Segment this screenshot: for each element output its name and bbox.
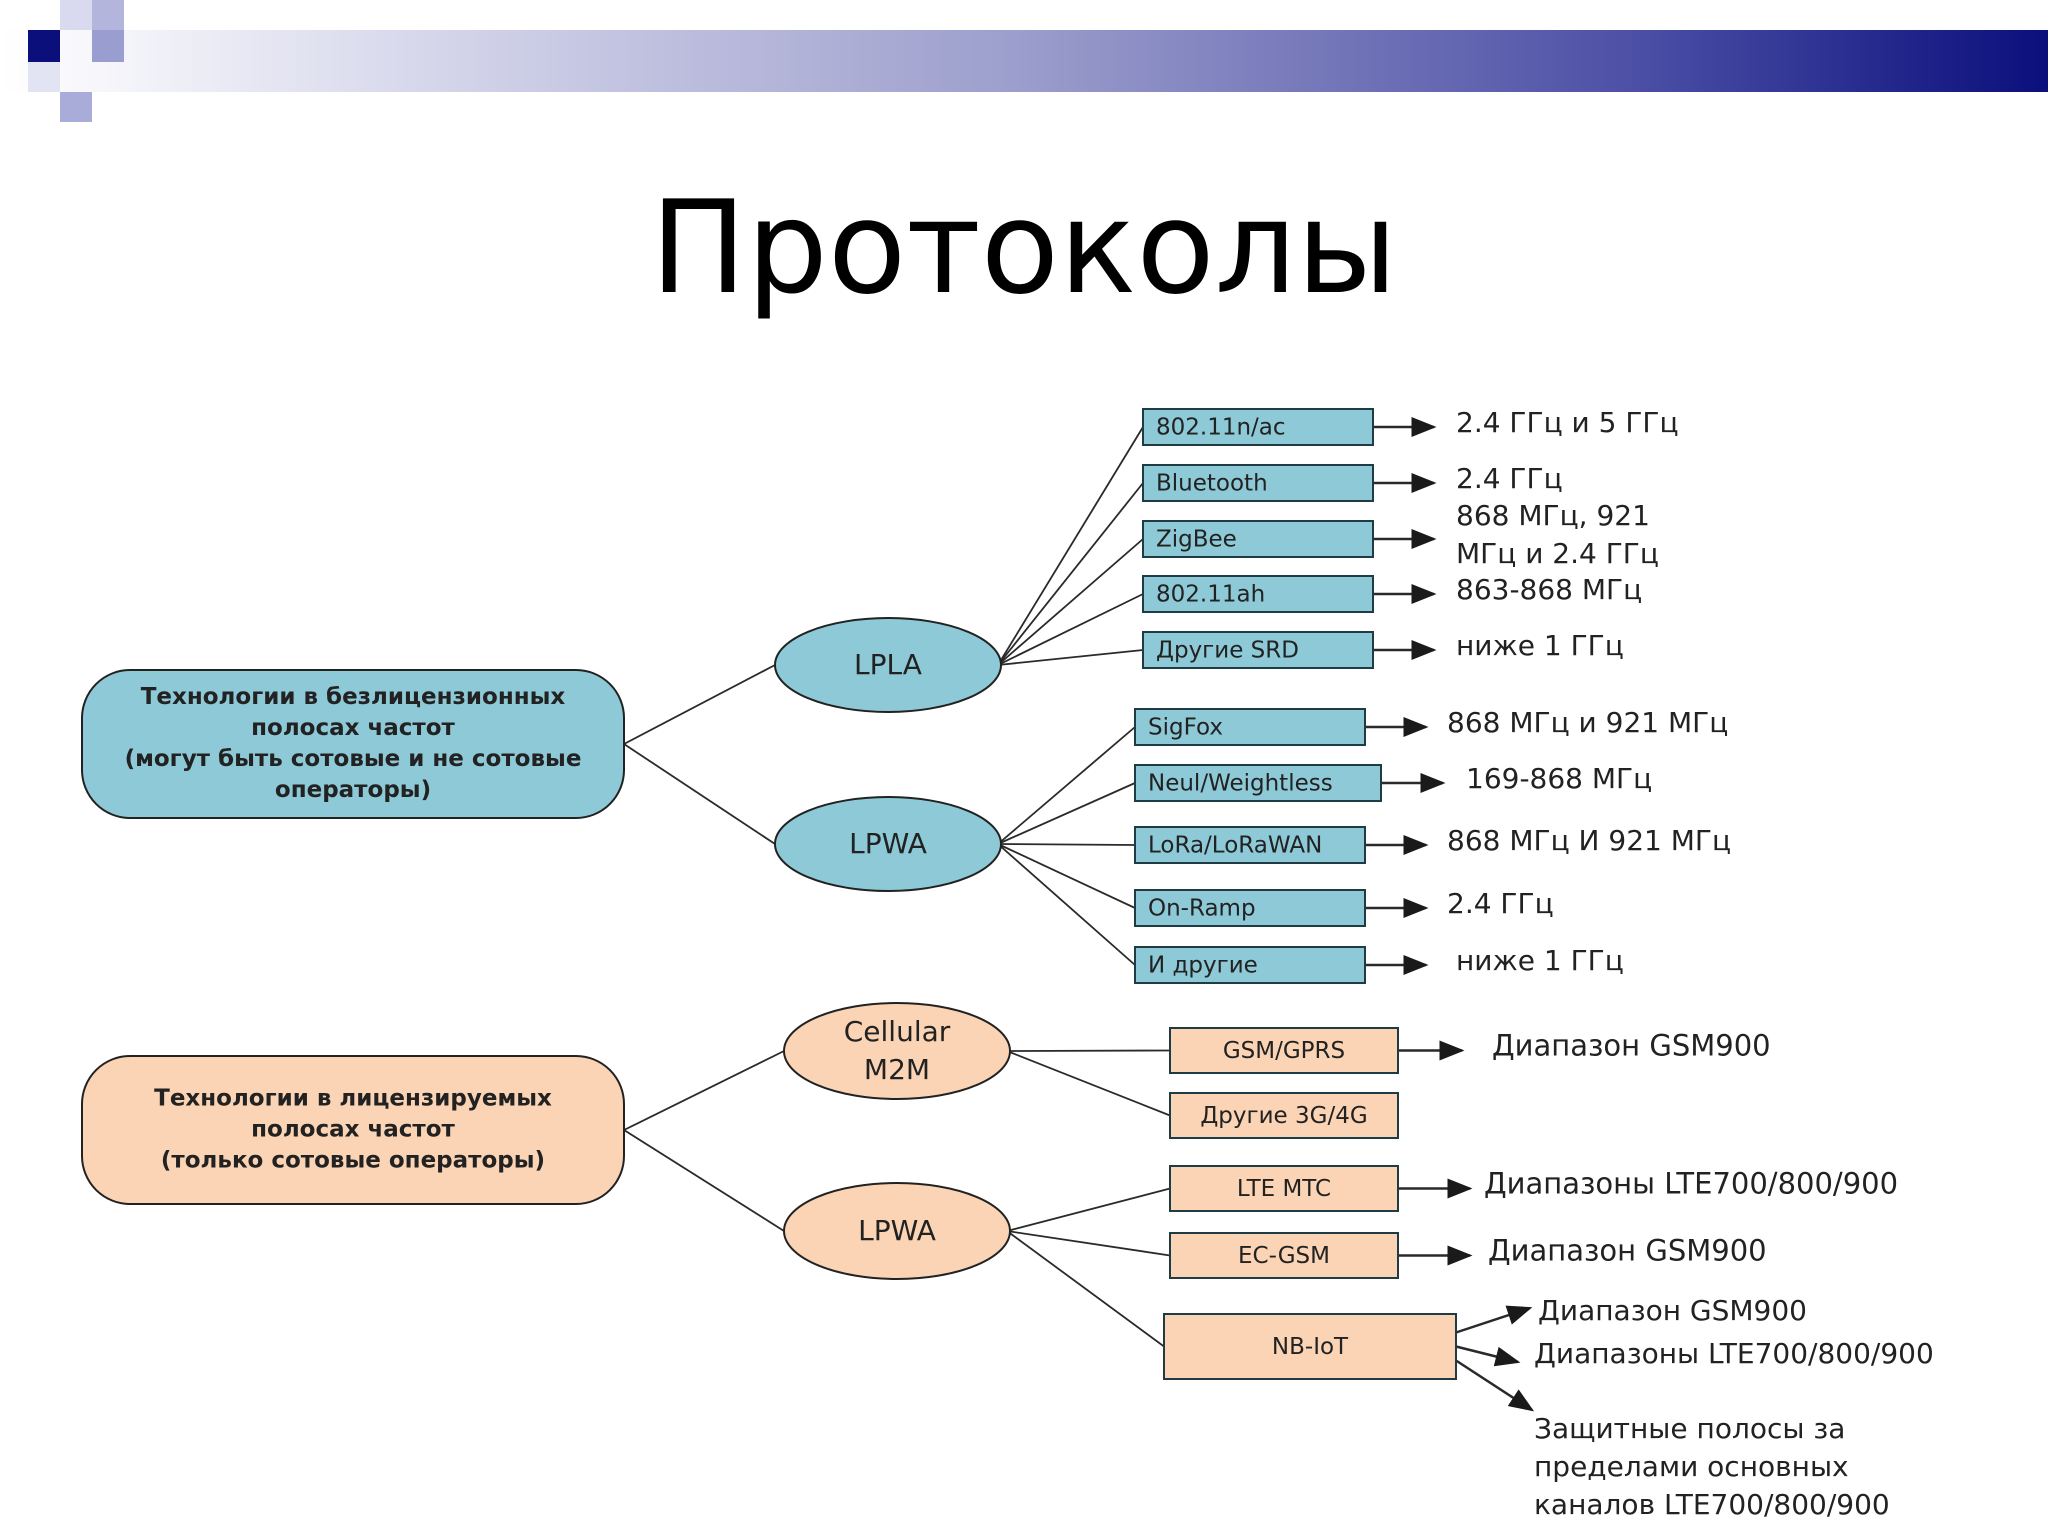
unlicensed-root-box	[81, 669, 625, 819]
connector-line	[997, 843, 1136, 909]
connector-line	[997, 649, 1144, 666]
unlicensed-root-label: Технологии в безлицензионных	[141, 684, 566, 710]
group-label: M2M	[864, 1053, 930, 1086]
tech-box	[1169, 1165, 1399, 1212]
tech-label: Другие SRD	[1156, 638, 1299, 664]
licensed-root-box	[81, 1055, 625, 1205]
tech-box	[1134, 946, 1366, 984]
frequency-label: МГц и 2.4 ГГц	[1456, 537, 1659, 570]
arrow	[1455, 1345, 1521, 1367]
arrow	[1455, 1305, 1533, 1334]
frequency-label: Защитные полосы за	[1534, 1412, 1845, 1445]
frequency-label: 2.4 ГГц	[1447, 887, 1554, 920]
tech-box	[1142, 575, 1374, 613]
unlicensed-root-label: операторы)	[275, 777, 431, 803]
connector-line	[997, 843, 1136, 846]
licensed-root-label: Технологии в лицензируемых	[154, 1086, 552, 1112]
banner-square-dark	[28, 30, 60, 62]
frequency-label: Диапазон GSM900	[1492, 1029, 1771, 1063]
tech-label: LoRa/LoRaWAN	[1148, 833, 1322, 859]
tech-label: GSM/GPRS	[1223, 1038, 1345, 1064]
connector-line	[997, 538, 1144, 666]
tech-box	[1169, 1027, 1399, 1074]
frequency-label: 2.4 ГГц и 5 ГГц	[1456, 406, 1679, 439]
tech-box	[1142, 631, 1374, 669]
frequency-label: ниже 1 ГГц	[1456, 629, 1624, 662]
banner-square-pale	[28, 62, 60, 92]
tech-label: SigFox	[1148, 715, 1223, 741]
group-label: LPLA	[854, 648, 922, 681]
tech-label: On-Ramp	[1148, 896, 1256, 922]
connector-line	[997, 482, 1144, 666]
connector-line	[1006, 1050, 1171, 1117]
connector-line	[1006, 1230, 1171, 1257]
tech-label: Neul/Weightless	[1148, 771, 1333, 797]
tech-box	[1134, 889, 1366, 927]
tech-label: 802.11ah	[1156, 582, 1265, 608]
arrow	[1455, 1359, 1535, 1412]
tech-label: LTE MTC	[1237, 1176, 1331, 1202]
connector-line	[997, 782, 1136, 845]
tech-box	[1169, 1092, 1399, 1139]
tech-box	[1134, 708, 1366, 746]
frequency-label: Диапазон GSM900	[1538, 1294, 1807, 1327]
connector-line	[1006, 1187, 1171, 1232]
frequency-label: Диапазон GSM900	[1488, 1234, 1767, 1268]
group-ellipse	[783, 1182, 1011, 1280]
frequency-label: Диапазоны LTE700/800/900	[1534, 1337, 1934, 1370]
tech-label: 802.11n/ac	[1156, 415, 1286, 441]
tech-label: ZigBee	[1156, 527, 1237, 553]
group-label: LPWA	[849, 827, 927, 860]
group-label: LPWA	[858, 1214, 936, 1247]
page-title: Протоколы	[650, 174, 1398, 323]
licensed-root-label: полосах частот	[251, 1117, 455, 1143]
connector-line	[623, 664, 776, 745]
tech-label: EC-GSM	[1238, 1243, 1330, 1269]
licensed-root-label: (только сотовые операторы)	[161, 1148, 545, 1174]
frequency-label: 863-868 МГц	[1456, 573, 1642, 606]
frequency-label: каналов LTE700/800/900	[1534, 1488, 1890, 1521]
tech-box	[1142, 408, 1374, 446]
tech-box	[1142, 464, 1374, 502]
connector-line	[997, 426, 1144, 666]
frequency-label: 868 МГц И 921 МГц	[1447, 824, 1731, 857]
tech-label: NB-IoT	[1272, 1334, 1349, 1360]
frequency-label: 868 МГц, 921	[1456, 499, 1650, 532]
banner-square-mid	[92, 0, 124, 30]
tech-label: Bluetooth	[1156, 471, 1268, 497]
tech-box	[1134, 826, 1366, 864]
tech-box	[1169, 1232, 1399, 1279]
group-ellipse	[783, 1002, 1011, 1100]
unlicensed-root-label: полосах частот	[251, 715, 455, 741]
connector-line	[623, 743, 776, 845]
frequency-label: Диапазоны LTE700/800/900	[1484, 1167, 1898, 1201]
connector-line	[997, 843, 1136, 966]
tech-label: Другие 3G/4G	[1200, 1103, 1367, 1129]
group-label: Cellular	[844, 1015, 951, 1048]
group-ellipse	[774, 796, 1002, 892]
tech-box	[1134, 764, 1382, 802]
unlicensed-root-label: (могут быть сотовые и не сотовые	[125, 746, 582, 772]
connector-line	[623, 1050, 785, 1131]
tech-label: И другие	[1148, 953, 1258, 979]
tech-box	[1142, 520, 1374, 558]
connector-line	[997, 593, 1144, 666]
frequency-label: 868 МГц и 921 МГц	[1447, 706, 1728, 739]
group-ellipse	[774, 617, 1002, 713]
connector-line	[997, 726, 1136, 845]
frequency-label: пределами основных	[1534, 1450, 1849, 1483]
connector-line	[1006, 1049, 1171, 1052]
banner-square-light	[60, 0, 92, 30]
frequency-label: 169-868 МГц	[1466, 762, 1652, 795]
connector-line	[623, 1129, 785, 1232]
banner-square-low	[60, 92, 92, 122]
tech-box	[1163, 1313, 1457, 1380]
connector-line	[1006, 1230, 1165, 1348]
frequency-label: ниже 1 ГГц	[1456, 944, 1624, 977]
title-banner	[0, 30, 2048, 92]
banner-square-mid2	[92, 30, 124, 62]
frequency-label: 2.4 ГГц	[1456, 462, 1563, 495]
